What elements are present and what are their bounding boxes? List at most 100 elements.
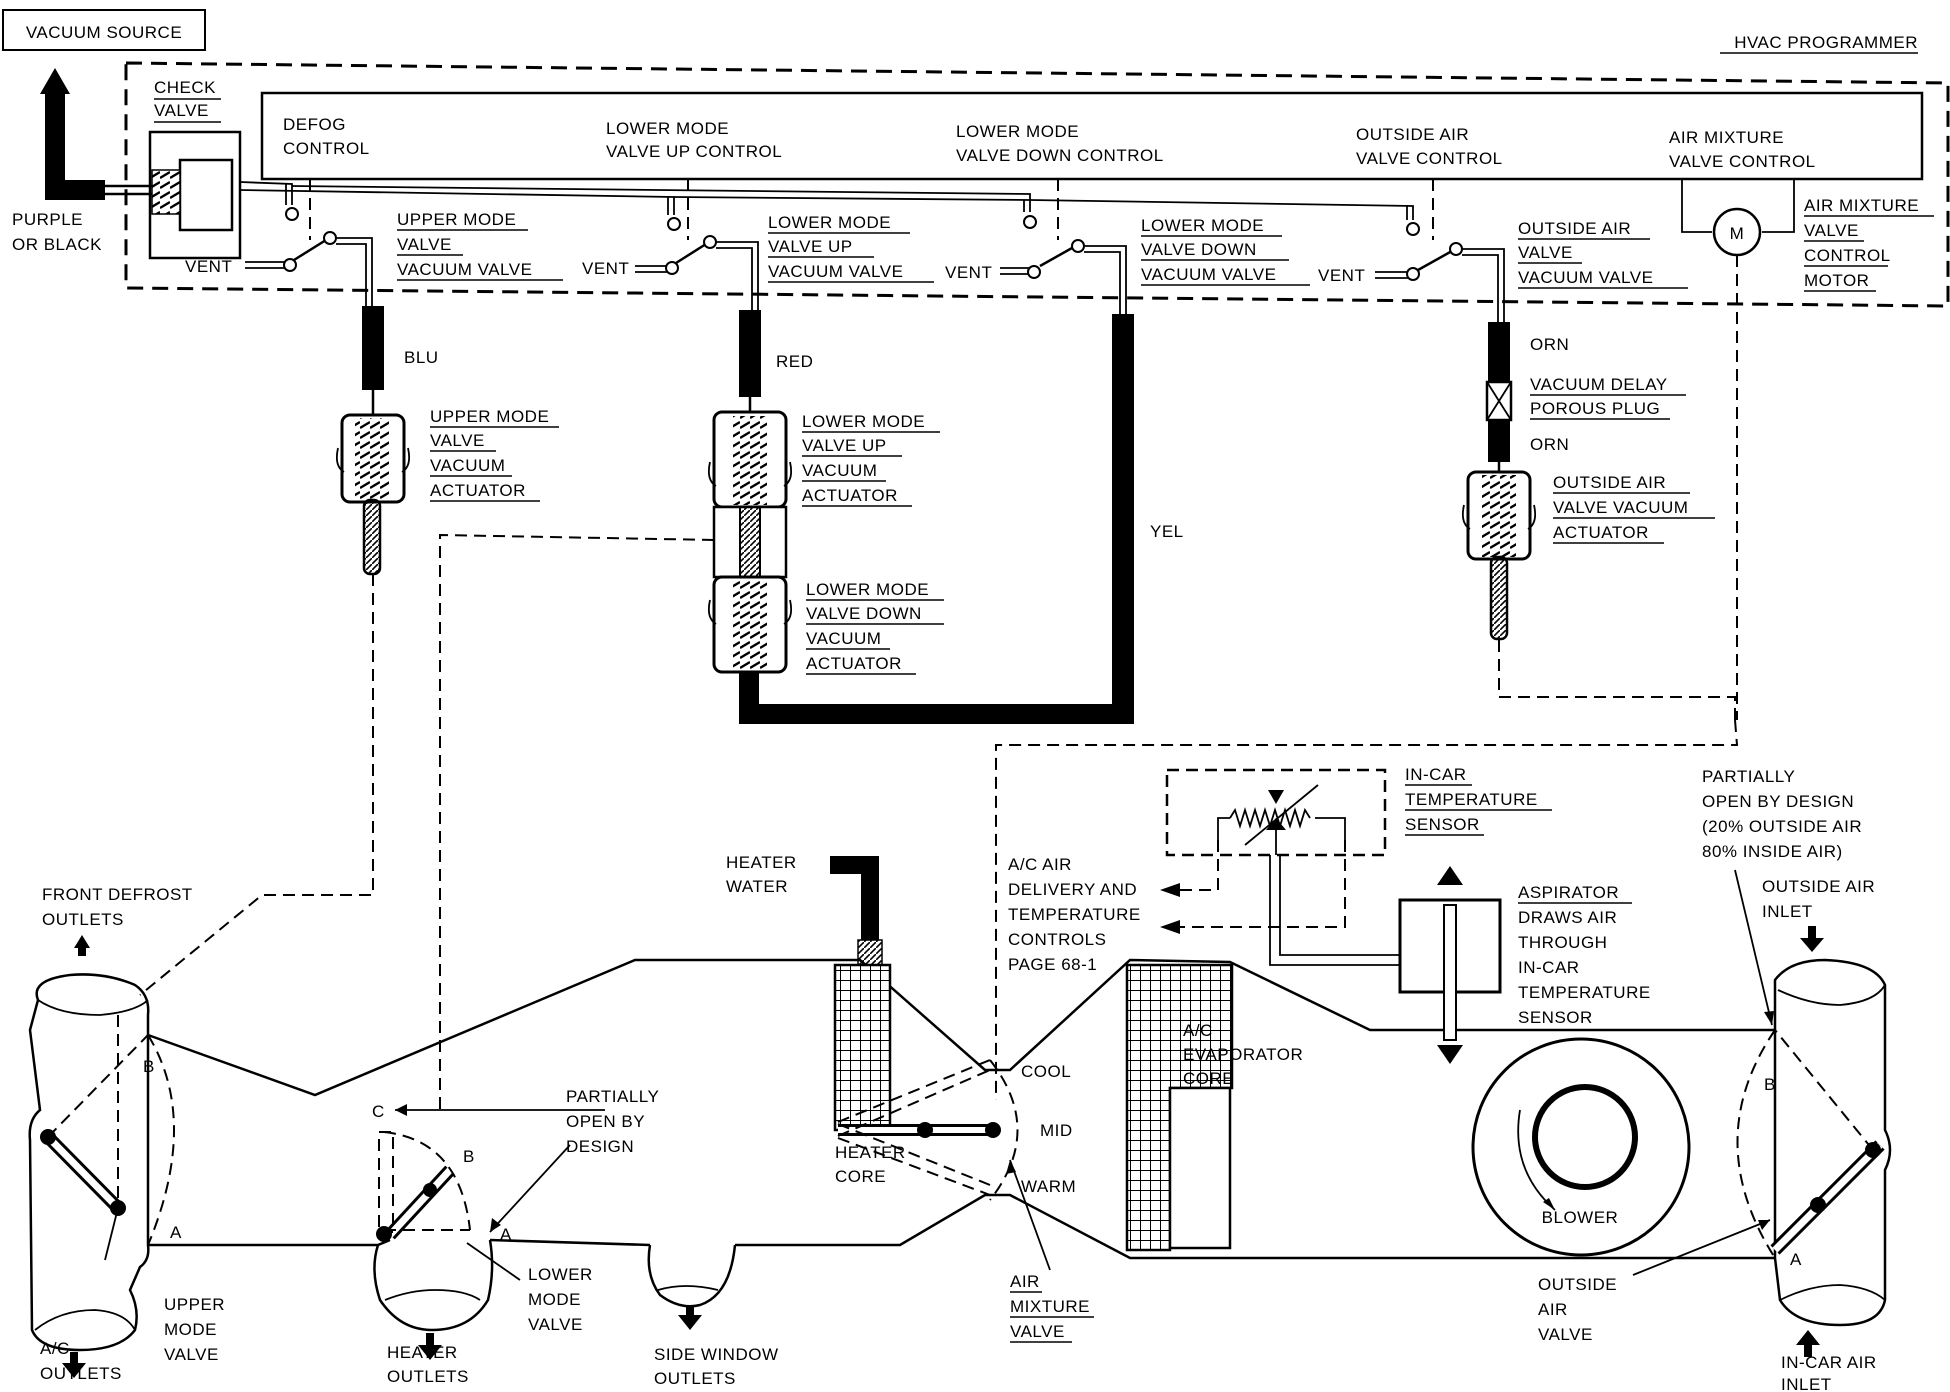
lower-down-actuator-label-4: ACTUATOR (806, 654, 902, 673)
outside-actuator-label: OUTSIDE AIR (1553, 473, 1666, 492)
defog-control-label: DEFOG (283, 115, 346, 134)
lower-mode-valve-label-3: VALVE (528, 1315, 583, 1334)
aspirator-label-3: THROUGH (1518, 933, 1607, 952)
vent-label-3: VENT (945, 263, 992, 282)
outside-air-vacuum-valve-label: OUTSIDE AIR (1518, 219, 1631, 238)
duct-body (147, 958, 1775, 1260)
cool-label: COOL (1021, 1062, 1071, 1081)
vacuum-source-arrow (40, 68, 105, 200)
incar-inlet-label: IN-CAR AIR (1781, 1353, 1877, 1372)
delay-plug-label-2: POROUS PLUG (1530, 399, 1660, 418)
incar-inlet-label-2: INLET (1781, 1375, 1832, 1392)
upper-mode-actuator-label-3: VACUUM (430, 456, 505, 475)
aspirator-label-6: SENSOR (1518, 1008, 1593, 1027)
upper-mode-vacuum-valve-label-2: VALVE (397, 235, 452, 254)
heater-outlets-label-2: OUTLETS (387, 1367, 469, 1386)
outside-air-valve-label-2: AIR (1538, 1300, 1568, 1319)
outside-air-vacuum-actuator (1461, 470, 1537, 641)
point-b-upper: B (143, 1057, 155, 1076)
heater-water-label: HEATER (726, 853, 797, 872)
lower-down-actuator-label-3: VACUUM (806, 629, 881, 648)
lower-mode-valve-label: LOWER (528, 1265, 593, 1284)
purple-black-label-2: OR BLACK (12, 235, 102, 254)
defog-control-label-2: CONTROL (283, 139, 370, 158)
side-outlet-arrow (678, 1315, 702, 1330)
outside-actuator-label-2: VALVE VACUUM (1553, 498, 1688, 517)
lower-mode-valve-label-2: MODE (528, 1290, 581, 1309)
upper-mode-valve (40, 1015, 175, 1261)
ac-outlets-label-2: OUTLETS (40, 1364, 122, 1383)
partially-20-label-4: 80% INSIDE AIR) (1702, 842, 1843, 861)
lower-up-vacuum-valve-label-2: VALVE UP (768, 237, 853, 256)
lower-down-vacuum-valve (1000, 215, 1127, 314)
lower-up-control-label-2: VALVE UP CONTROL (606, 142, 782, 161)
partially-20-label-3: (20% OUTSIDE AIR (1702, 817, 1862, 836)
upper-mode-vacuum-actuator (335, 413, 411, 576)
outside-air-control-label: OUTSIDE AIR (1356, 125, 1469, 144)
side-window-outlet (647, 1244, 737, 1308)
outside-actuator-label-3: ACTUATOR (1553, 523, 1649, 542)
evaporator-label-3: CORE (1183, 1069, 1234, 1088)
motor-label-4: MOTOR (1804, 271, 1869, 290)
blu-hose (362, 306, 384, 390)
heater-outlet (373, 1239, 494, 1332)
lower-down-vacuum-valve-label: LOWER MODE (1141, 216, 1264, 235)
upper-mode-actuator-label-2: VALVE (430, 431, 485, 450)
warm-label: WARM (1021, 1177, 1076, 1196)
side-outlets-label-2: OUTLETS (654, 1369, 736, 1388)
lower-down-vacuum-valve-label-3: VACUUM VALVE (1141, 265, 1276, 284)
outside-air-valve (1632, 869, 1885, 1276)
aspirator-label-2: DRAWS AIR (1518, 908, 1617, 927)
ac-air-label: A/C AIR (1008, 855, 1072, 874)
lower-up-vacuum-valve-label: LOWER MODE (768, 213, 891, 232)
outside-air-vacuum-valve-label-3: VACUUM VALVE (1518, 268, 1653, 287)
vacuum-source-label: VACUUM SOURCE (26, 23, 182, 42)
point-a-upper: A (170, 1223, 182, 1242)
motor-label-2: VALVE (1804, 221, 1859, 240)
evaporator-label-2: EVAPORATOR (1183, 1045, 1303, 1064)
in-car-temperature-sensor (1165, 768, 1387, 857)
motor-symbol: M (1730, 224, 1745, 243)
control-links (309, 179, 1434, 240)
lower-down-vacuum-valve-label-2: VALVE DOWN (1141, 240, 1257, 259)
ac-air-label-3: TEMPERATURE (1008, 905, 1141, 924)
red-hose (739, 310, 761, 397)
motor-label: AIR MIXTURE (1804, 196, 1919, 215)
air-mixture-valve-label: AIR (1010, 1272, 1040, 1291)
outside-inlet-label: OUTSIDE AIR (1762, 877, 1875, 896)
lower-up-actuator-label-2: VALVE UP (802, 436, 887, 455)
aspirator-label-5: TEMPERATURE (1518, 983, 1651, 1002)
yel-label: YEL (1150, 522, 1184, 541)
orn-hose-lower (1488, 420, 1510, 462)
air-mixture-control-label-2: VALVE CONTROL (1669, 152, 1816, 171)
orn-label-2: ORN (1530, 435, 1569, 454)
air-mixture-valve-label-3: VALVE (1010, 1322, 1065, 1341)
vent-label-4: VENT (1318, 266, 1365, 285)
outside-air-control-label-2: VALVE CONTROL (1356, 149, 1503, 168)
check-valve (105, 130, 242, 260)
upper-mode-actuator-label-4: ACTUATOR (430, 481, 526, 500)
ac-air-label-4: CONTROLS (1008, 930, 1106, 949)
blower-label: BLOWER (1542, 1208, 1619, 1227)
vacuum-supply-line (239, 181, 1414, 220)
right-inlet-plenum (1773, 958, 1892, 1327)
heater-core (833, 963, 892, 1132)
ac-outlet-arrow (62, 1363, 86, 1378)
motor-label-3: CONTROL (1804, 246, 1891, 265)
vacuum-source-box: VACUUM SOURCE (2, 9, 206, 51)
upper-mode-vacuum-valve-label-3: VACUUM VALVE (397, 260, 532, 279)
orn-label-1: ORN (1530, 335, 1569, 354)
air-mixture-valve-label-2: MIXTURE (1010, 1297, 1090, 1316)
evaporator-label: A/C (1183, 1021, 1213, 1040)
left-outlet-plenum (28, 973, 150, 1352)
ac-air-label-5: PAGE 68-1 (1008, 955, 1097, 974)
defrost-outlet-arrow (74, 935, 90, 948)
aspirator-label-4: IN-CAR (1518, 958, 1580, 977)
outside-inlet-label-2: INLET (1762, 902, 1813, 921)
upper-mode-vacuum-valve-label: UPPER MODE (397, 210, 516, 229)
point-c: C (372, 1102, 385, 1121)
programmer-title: HVAC PROGRAMMER (1734, 33, 1918, 52)
heater-water-label-2: WATER (726, 877, 788, 896)
upper-mode-valve-label: UPPER (164, 1295, 225, 1314)
lower-mode-up-vacuum-actuator (707, 410, 793, 509)
